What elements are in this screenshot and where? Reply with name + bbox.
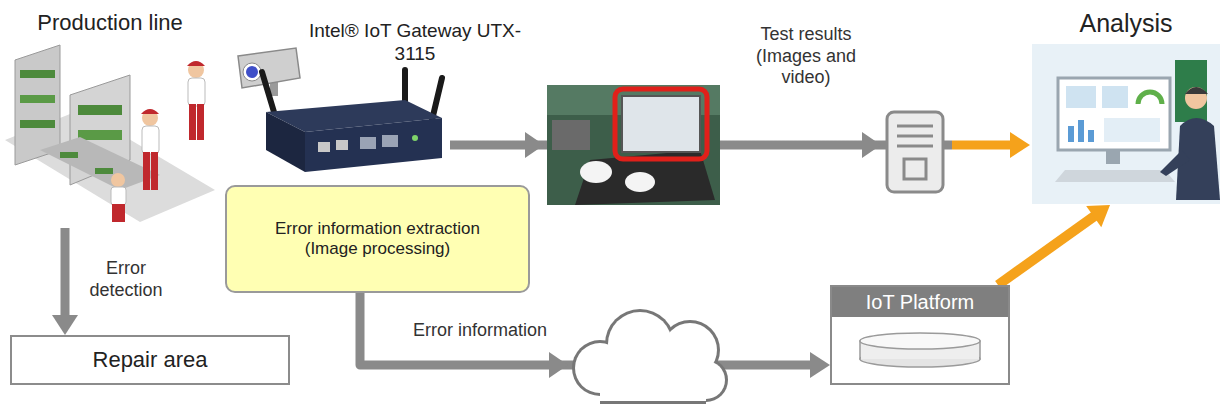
process-box: Error information extraction (Image proc… (225, 185, 530, 293)
gateway-device-part (432, 78, 442, 120)
analyst-illustration-part (1078, 120, 1084, 142)
production-line-illustration-part (111, 173, 125, 187)
test-photo-part (622, 96, 700, 152)
test-photo-part (552, 120, 590, 150)
connector-line (61, 228, 70, 321)
production-line-illustration-part (143, 152, 150, 190)
production-line-illustration-part (187, 61, 205, 66)
production-line-illustration-part (142, 110, 158, 126)
test-photo-part (625, 172, 655, 192)
gateway-device-part (336, 140, 348, 150)
server-icon-part (897, 135, 933, 138)
production-line-illustration-part (111, 187, 126, 205)
connector-line (998, 213, 1099, 285)
test-photo-part (547, 85, 720, 205)
box-text: Repair area (93, 347, 208, 373)
analyst-illustration-part (1058, 78, 1170, 150)
connector (52, 228, 78, 335)
edge-label: Error detection (80, 258, 172, 301)
server-icon-part (904, 159, 926, 179)
arrowhead (1086, 205, 1110, 227)
platform-header: IoT Platform (832, 287, 1008, 317)
test-photo (547, 85, 720, 205)
area-box: Repair area (10, 335, 290, 385)
production-line-illustration-part (78, 105, 122, 115)
production-line-illustration-part (189, 104, 196, 140)
production-line-illustration-part (20, 95, 55, 103)
production-line-illustration-part (188, 78, 205, 106)
arrowhead (862, 132, 881, 158)
analyst-illustration-part (1032, 44, 1220, 204)
database-cylinder (832, 317, 1008, 383)
analyst-illustration-part (1185, 87, 1208, 94)
analyst-illustration-part (1185, 87, 1207, 109)
cylinder-top (860, 333, 980, 349)
gateway-device-part (266, 112, 305, 172)
iot-gateway: Intel® IoT Gateway UTX-3115 (240, 70, 450, 175)
platform-box: IoT Platform (830, 285, 1010, 385)
analyst-illustration-part (1175, 60, 1207, 122)
gateway-device-part (382, 135, 398, 147)
gateway-device-part (318, 142, 330, 152)
edge-label: Error information (392, 320, 568, 342)
test-photo-part (615, 89, 707, 159)
production-line-illustration-part (60, 152, 78, 158)
analyst-illustration-part (1160, 150, 1190, 176)
edge-label: Test results (Images and video) (746, 24, 866, 89)
gateway-device-part (305, 118, 442, 172)
camera-icon-part (243, 63, 261, 81)
analyst-illustration-part (1102, 86, 1128, 108)
server-icon-part (897, 145, 933, 148)
server-icon-part (897, 125, 933, 128)
production-line-illustration-part (78, 130, 122, 140)
analyst-illustration-part (1068, 126, 1074, 142)
cloud-icon-part (600, 360, 706, 401)
production-line-illustration-part (141, 109, 159, 114)
server-icon-part (887, 112, 943, 192)
analyst-illustration-part (1088, 130, 1094, 142)
test-photo-part (580, 161, 612, 183)
analyst-illustration-part (1104, 118, 1160, 142)
analysis-station: Analysis (1030, 42, 1222, 205)
box-text: Error information extraction (Image proc… (247, 219, 509, 260)
production-line-illustration (5, 45, 215, 222)
node-heading: Production line (5, 10, 215, 36)
production-line: Production line (5, 40, 215, 228)
node-heading: Intel® IoT Gateway UTX-3115 (300, 20, 530, 66)
production-line-illustration-part (151, 152, 158, 190)
camera-icon-part (246, 66, 258, 78)
connector (998, 205, 1110, 285)
gateway-device (262, 70, 442, 172)
analyst-illustration (1032, 44, 1220, 204)
analyst-illustration-part (1106, 150, 1120, 164)
arrowhead (1010, 132, 1030, 158)
analyst-illustration-part (1066, 86, 1096, 108)
production-line-illustration-part (142, 126, 159, 154)
arrowhead (810, 352, 830, 378)
server-icon (887, 112, 943, 192)
node-heading: Analysis (1030, 8, 1222, 38)
arrowhead (52, 315, 78, 335)
production-line-illustration-part (20, 120, 55, 128)
camera-icon-part (238, 48, 300, 88)
cloud-icon-part (600, 360, 706, 404)
gateway-device-part (412, 135, 418, 141)
production-line-illustration-part (197, 104, 204, 140)
production-line-illustration-part (95, 168, 113, 174)
production-line-illustration-part (188, 62, 204, 78)
analyst-illustration-part (1138, 92, 1162, 104)
arrowhead (525, 132, 544, 158)
gateway-device-part (402, 70, 408, 104)
analyst-illustration-part (1055, 170, 1175, 182)
production-line-illustration-part (112, 204, 125, 222)
cloud-icon (572, 309, 728, 404)
production-line-illustration-part (20, 70, 55, 78)
arrowhead (549, 352, 568, 378)
gateway-device-part (262, 72, 274, 112)
gateway-device-part (360, 137, 376, 149)
